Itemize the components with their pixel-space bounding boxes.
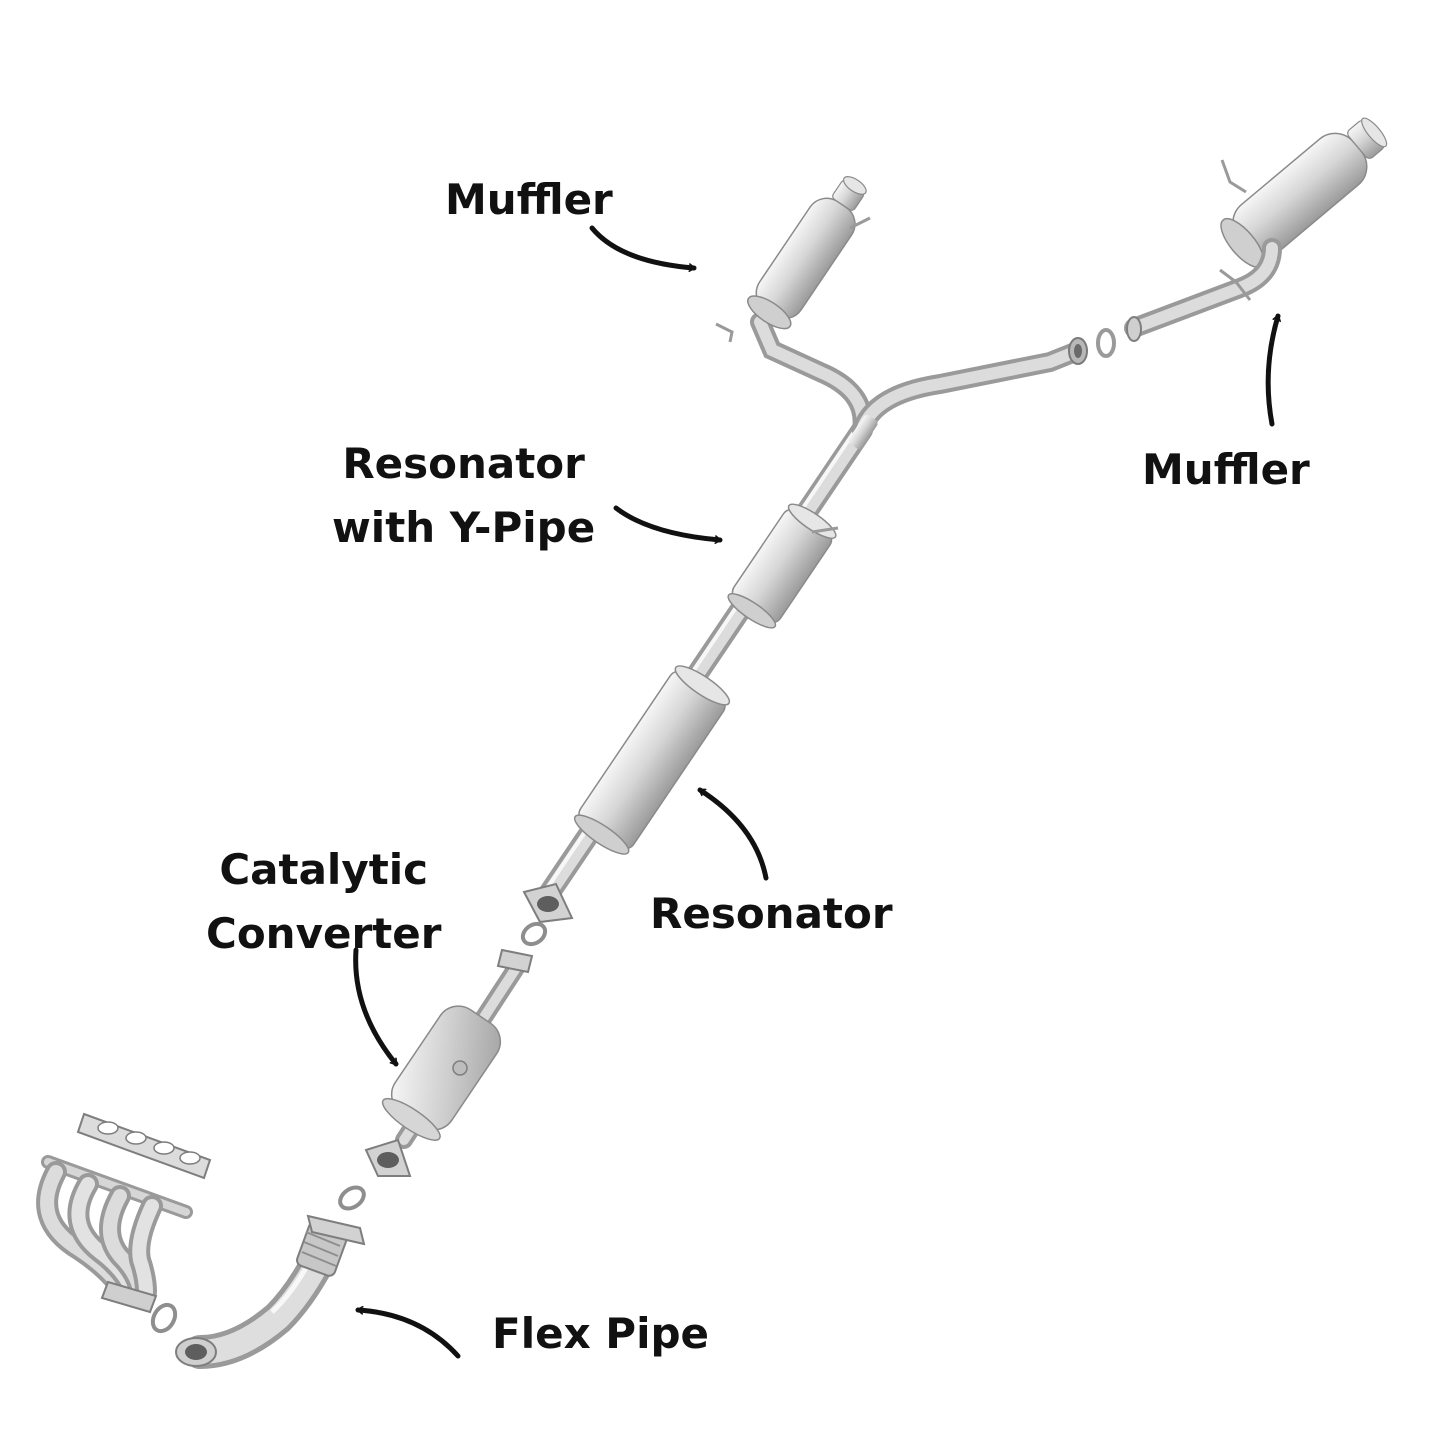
label-resonator-with-y-pipe: Resonator with Y-Pipe <box>332 432 595 560</box>
right-muffler <box>1220 117 1388 268</box>
label-line: Resonator <box>650 889 893 938</box>
label-catalytic-converter: Catalytic Converter <box>206 838 441 966</box>
cat-gasket-front <box>338 1185 366 1211</box>
right-gasket <box>1096 328 1116 358</box>
exhaust-manifold <box>36 1155 193 1314</box>
label-line: Muffler <box>445 175 613 224</box>
manifold-gasket-ring <box>150 1302 178 1334</box>
flex-pipe <box>175 1214 366 1369</box>
arrow-resonator-y <box>613 505 723 544</box>
label-line: Muffler <box>1142 445 1310 494</box>
label-flex-pipe: Flex Pipe <box>492 1302 709 1366</box>
arrow-resonator <box>697 787 769 881</box>
label-muffler-left: Muffler <box>445 168 613 232</box>
resonator-flange <box>522 882 574 924</box>
arrow-flex-pipe <box>355 1305 461 1359</box>
cat-gasket-rear <box>520 921 548 947</box>
left-muffler <box>747 176 867 330</box>
label-line: Flex Pipe <box>492 1309 710 1358</box>
y-pipe-resonator <box>727 503 837 629</box>
y-pipe <box>750 312 1088 450</box>
arrow-muffler-left <box>589 225 697 273</box>
right-muffler-inlet-pipe <box>1124 238 1282 342</box>
callout-arrows <box>353 225 1281 1359</box>
label-resonator: Resonator <box>650 882 893 946</box>
label-muffler-right: Muffler <box>1142 438 1310 502</box>
manifold-gasket <box>76 1112 212 1180</box>
label-line: Catalytic <box>219 845 429 894</box>
arrow-muffler-right <box>1265 313 1281 427</box>
arrow-catalytic <box>353 947 399 1067</box>
label-line: with Y-Pipe <box>332 503 596 552</box>
label-line: Converter <box>206 909 442 958</box>
catalytic-converter <box>364 948 534 1177</box>
label-line: Resonator <box>342 439 585 488</box>
resonator-canister <box>573 665 731 855</box>
